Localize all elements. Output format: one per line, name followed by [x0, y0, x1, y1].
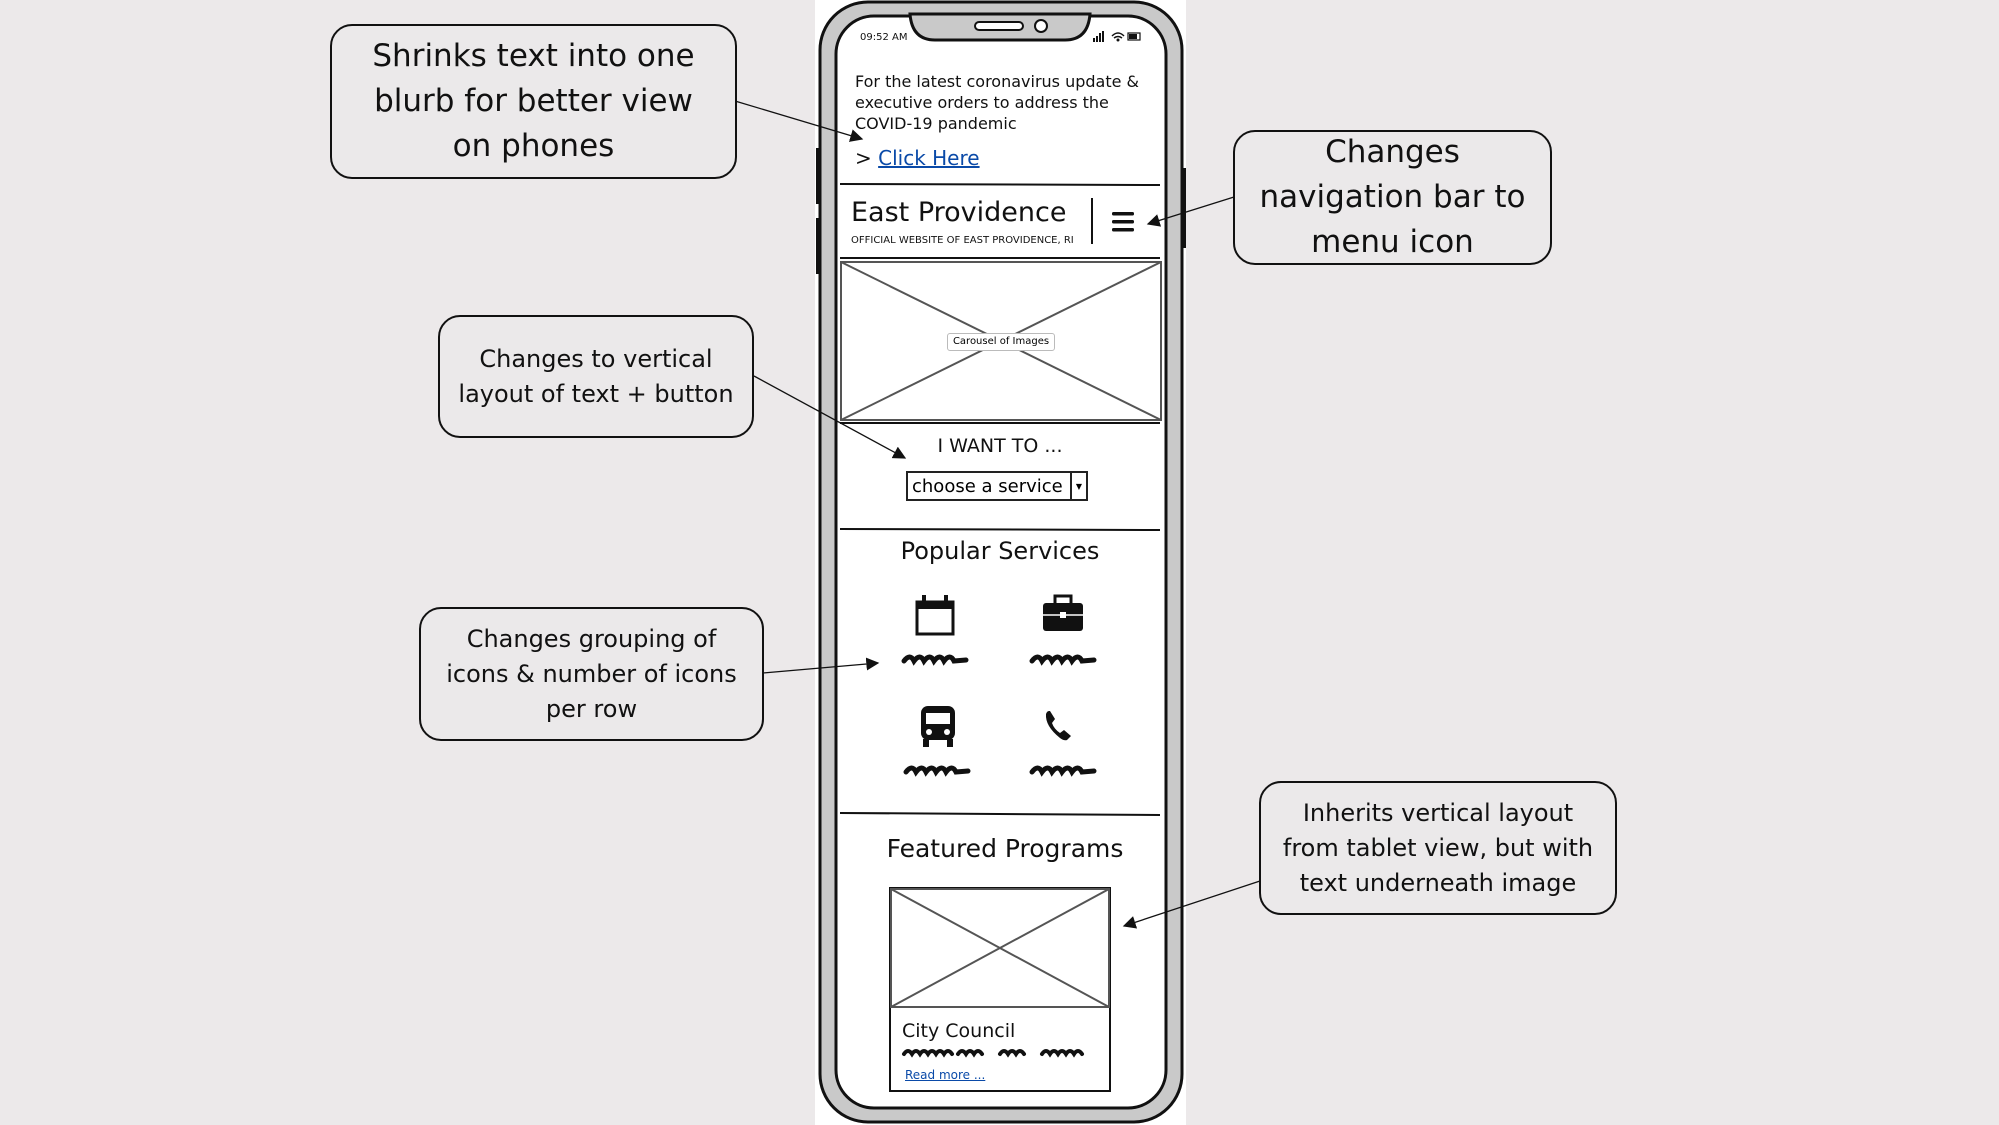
callout-line: from tablet view, but with — [1282, 833, 1594, 862]
divider — [839, 183, 1161, 186]
alert-link-row: > Click Here — [855, 146, 980, 170]
callout-line: menu icon — [1311, 224, 1474, 260]
camera-icon — [1034, 19, 1048, 33]
service-select-value: choose a service — [912, 475, 1063, 497]
calendar-icon — [915, 595, 955, 636]
signal-icon — [1093, 31, 1104, 42]
card-title: City Council — [902, 1020, 1016, 1042]
alert-line: COVID-19 pandemic — [855, 114, 1017, 133]
alert-link-prefix: > — [855, 146, 872, 170]
volume-down-button — [816, 218, 821, 274]
status-time: 09:52 AM — [860, 32, 908, 43]
arrow-nav-menu — [1146, 196, 1235, 227]
callout-line: blurb for better view — [374, 83, 693, 119]
callout-shrink-text: Shrinks text into one blurb for better v… — [330, 24, 737, 179]
i-want-to-heading: I WANT TO ... — [937, 435, 1063, 457]
speaker-icon — [974, 21, 1024, 31]
callout-line: Changes to vertical — [479, 344, 713, 373]
popular-services-heading: Popular Services — [900, 537, 1100, 565]
callout-line: navigation bar to — [1259, 179, 1526, 215]
callout-vertical-layout: Changes to vertical layout of text + but… — [438, 315, 754, 438]
card-text-squiggle — [902, 1049, 1084, 1058]
carousel-label: Carousel of Images — [947, 333, 1055, 351]
briefcase-icon — [1043, 594, 1083, 631]
arrow-inherits-layout — [1122, 880, 1261, 929]
service-label-squiggles — [901, 654, 1097, 777]
chevron-down-icon: ▼ — [1070, 473, 1086, 499]
featured-program-card — [889, 887, 1111, 1092]
callout-line: Shrinks text into one — [372, 38, 695, 74]
wifi-icon — [1111, 32, 1125, 39]
callout-line: text underneath image — [1299, 868, 1577, 897]
callout-line: Changes grouping of — [466, 624, 717, 653]
site-subtitle: OFFICIAL WEBSITE OF EAST PROVIDENCE, RI — [851, 235, 1073, 246]
callout-line: on phones — [452, 128, 615, 164]
power-button — [1181, 168, 1186, 248]
service-select[interactable]: choose a service ▼ — [906, 471, 1088, 501]
phone-icon — [1045, 711, 1071, 741]
bus-icon — [921, 706, 955, 747]
callout-line: icons & number of icons — [446, 659, 737, 688]
click-here-link[interactable]: Click Here — [878, 146, 980, 170]
battery-icon — [1127, 32, 1141, 41]
callout-line: layout of text + button — [458, 379, 734, 408]
callout-line: Changes — [1325, 134, 1460, 170]
hamburger-menu-icon — [1112, 212, 1134, 232]
read-more-link[interactable]: Read more ... — [905, 1068, 986, 1082]
volume-up-button — [816, 148, 821, 204]
site-title: East Providence — [851, 197, 1067, 228]
alert-line: For the latest coronavirus update & — [855, 72, 1140, 91]
service-phone[interactable] — [1027, 700, 1099, 780]
covid-alert-text: For the latest coronavirus update & exec… — [855, 71, 1139, 134]
divider — [839, 812, 1161, 816]
callout-icon-grouping: Changes grouping of icons & number of ic… — [419, 607, 764, 741]
alert-line: executive orders to address the — [855, 93, 1109, 112]
arrow-shrink-text — [734, 100, 864, 142]
callout-inherits-layout: Inherits vertical layout from tablet vie… — [1259, 781, 1617, 915]
callout-line: per row — [545, 694, 638, 723]
callout-nav-menu: Changes navigation bar to menu icon — [1233, 130, 1552, 265]
callout-line: Inherits vertical layout — [1302, 798, 1574, 827]
service-calendar[interactable] — [900, 590, 972, 670]
service-briefcase[interactable] — [1027, 590, 1099, 670]
divider — [839, 528, 1161, 531]
featured-programs-heading: Featured Programs — [886, 834, 1124, 863]
arrow-icon-grouping — [762, 657, 880, 674]
service-bus[interactable] — [900, 700, 972, 780]
arrow-vertical-layout — [753, 375, 907, 459]
hamburger-menu-button[interactable] — [1104, 204, 1144, 240]
